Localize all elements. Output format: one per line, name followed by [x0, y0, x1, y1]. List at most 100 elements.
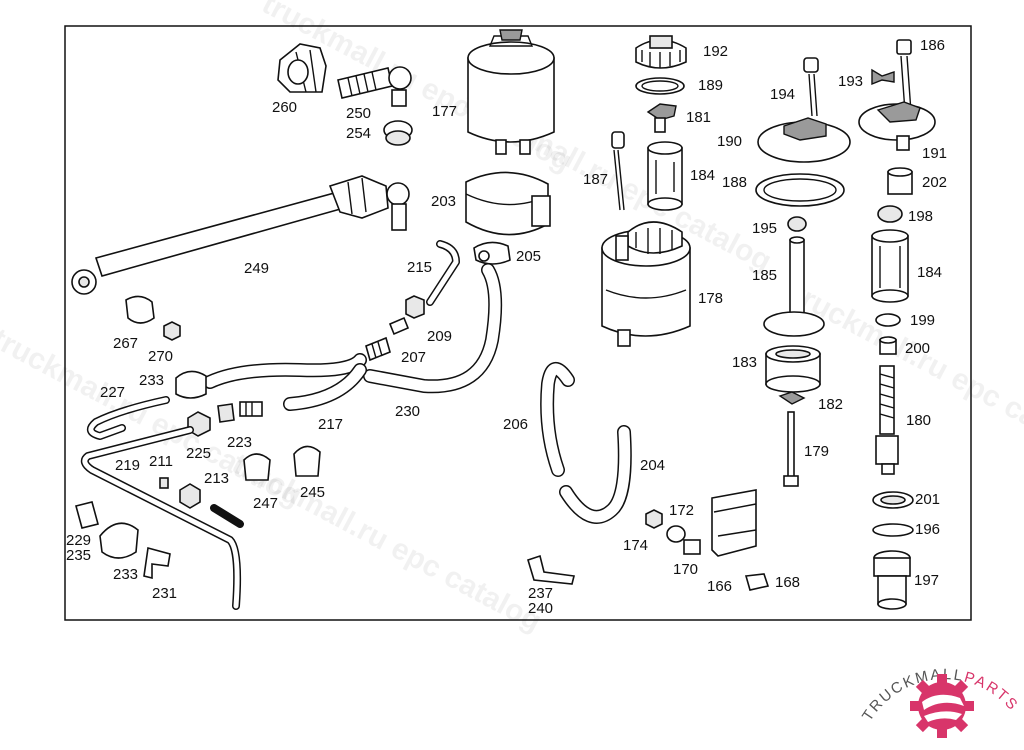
bracket-166 [711, 489, 757, 557]
label-230: 230 [395, 403, 420, 420]
label-202: 202 [922, 174, 947, 191]
dipstick-187 [611, 131, 625, 211]
label-177: 177 [432, 103, 457, 120]
label-174: 174 [623, 537, 648, 554]
bolt-168 [744, 573, 770, 591]
fitting-197 [873, 550, 911, 610]
label-191: 191 [922, 145, 947, 162]
sleeve-170 [683, 539, 701, 555]
seal-201 [872, 491, 914, 509]
label-229: 229 [66, 532, 91, 549]
nut-270 [163, 321, 181, 341]
label-235: 235 [66, 547, 91, 564]
nut-209 [405, 295, 425, 319]
label-247: 247 [253, 495, 278, 512]
label-249: 249 [244, 260, 269, 277]
label-267: 267 [113, 335, 138, 352]
label-194: 194 [770, 86, 795, 103]
label-215: 215 [407, 259, 432, 276]
label-250: 250 [346, 105, 371, 122]
label-219: 219 [115, 457, 140, 474]
nut-198 [877, 205, 903, 223]
label-201: 201 [915, 491, 940, 508]
pin-194 [803, 57, 819, 117]
label-245: 245 [300, 484, 325, 501]
watermark-text: truckmall.ru epc catalog [787, 277, 1024, 468]
clamp-260 [277, 43, 327, 93]
label-206: 206 [503, 416, 528, 433]
label-185: 185 [752, 267, 777, 284]
boot-267 [125, 295, 155, 324]
label-203: 203 [431, 193, 456, 210]
fitting-223 [217, 401, 263, 423]
hose-215 [426, 240, 460, 306]
nut-181 [646, 103, 677, 133]
label-217: 217 [318, 416, 343, 433]
label-209: 209 [427, 328, 452, 345]
label-223: 223 [227, 434, 252, 451]
tie-rod-end-250 [337, 66, 412, 107]
label-188: 188 [722, 174, 747, 191]
label-190: 190 [717, 133, 742, 150]
label-189: 189 [698, 77, 723, 94]
label-233a: 233 [139, 372, 164, 389]
label-178: 178 [698, 290, 723, 307]
fitting-207 [365, 336, 391, 362]
valve-stem-180 [875, 365, 899, 475]
label-186: 186 [920, 37, 945, 54]
filter-element-184 [647, 141, 683, 211]
washer-172 [666, 525, 686, 543]
label-180: 180 [906, 412, 931, 429]
rod-186 [896, 39, 912, 113]
label-213: 213 [204, 470, 229, 487]
label-227: 227 [100, 384, 125, 401]
hose-230 [363, 263, 503, 394]
label-254: 254 [346, 125, 371, 142]
label-179: 179 [804, 443, 829, 460]
washer-182 [778, 391, 806, 405]
sleeve-200 [879, 336, 897, 355]
label-192: 192 [703, 43, 728, 60]
label-166: 166 [707, 578, 732, 595]
label-187: 187 [583, 171, 608, 188]
clamp-233a [175, 370, 207, 399]
label-184b: 184 [917, 264, 942, 281]
hose-clamp-205 [473, 241, 511, 265]
label-200: 200 [905, 340, 930, 357]
tie-rod-249 [71, 175, 410, 295]
label-172: 172 [669, 502, 694, 519]
label-207: 207 [401, 349, 426, 366]
reservoir-cap-192 [635, 35, 687, 69]
label-233b: 233 [113, 566, 138, 583]
cover-190 [757, 117, 851, 163]
label-182: 182 [818, 396, 843, 413]
label-211: 211 [149, 453, 173, 470]
valve-185 [763, 236, 825, 337]
gasket-188-inner [763, 178, 837, 202]
label-195: 195 [752, 220, 777, 237]
label-231: 231 [152, 585, 177, 602]
cover-191 [858, 101, 936, 151]
parts-layer [71, 29, 936, 610]
clip-247 [243, 453, 271, 481]
hose-204 [559, 425, 632, 524]
nut-213 [179, 483, 201, 509]
label-270: 270 [148, 348, 173, 365]
label-181: 181 [686, 109, 711, 126]
nut-174 [645, 509, 663, 529]
hose-217 [203, 353, 367, 411]
pipe-213 [210, 504, 244, 528]
label-198: 198 [908, 208, 933, 225]
labels-layer: 260 250 254 177 192 189 181 186 193 194 … [66, 37, 947, 617]
label-260: 260 [272, 99, 297, 116]
hose-206 [540, 362, 575, 477]
line-227 [86, 396, 170, 440]
label-237: 237 [528, 585, 553, 602]
label-199: 199 [910, 312, 935, 329]
filter-element-184b [871, 229, 909, 303]
fitting-207a [388, 316, 410, 336]
reservoir-178 [601, 221, 691, 347]
label-168: 168 [775, 574, 800, 591]
clamp-233b [99, 522, 139, 559]
